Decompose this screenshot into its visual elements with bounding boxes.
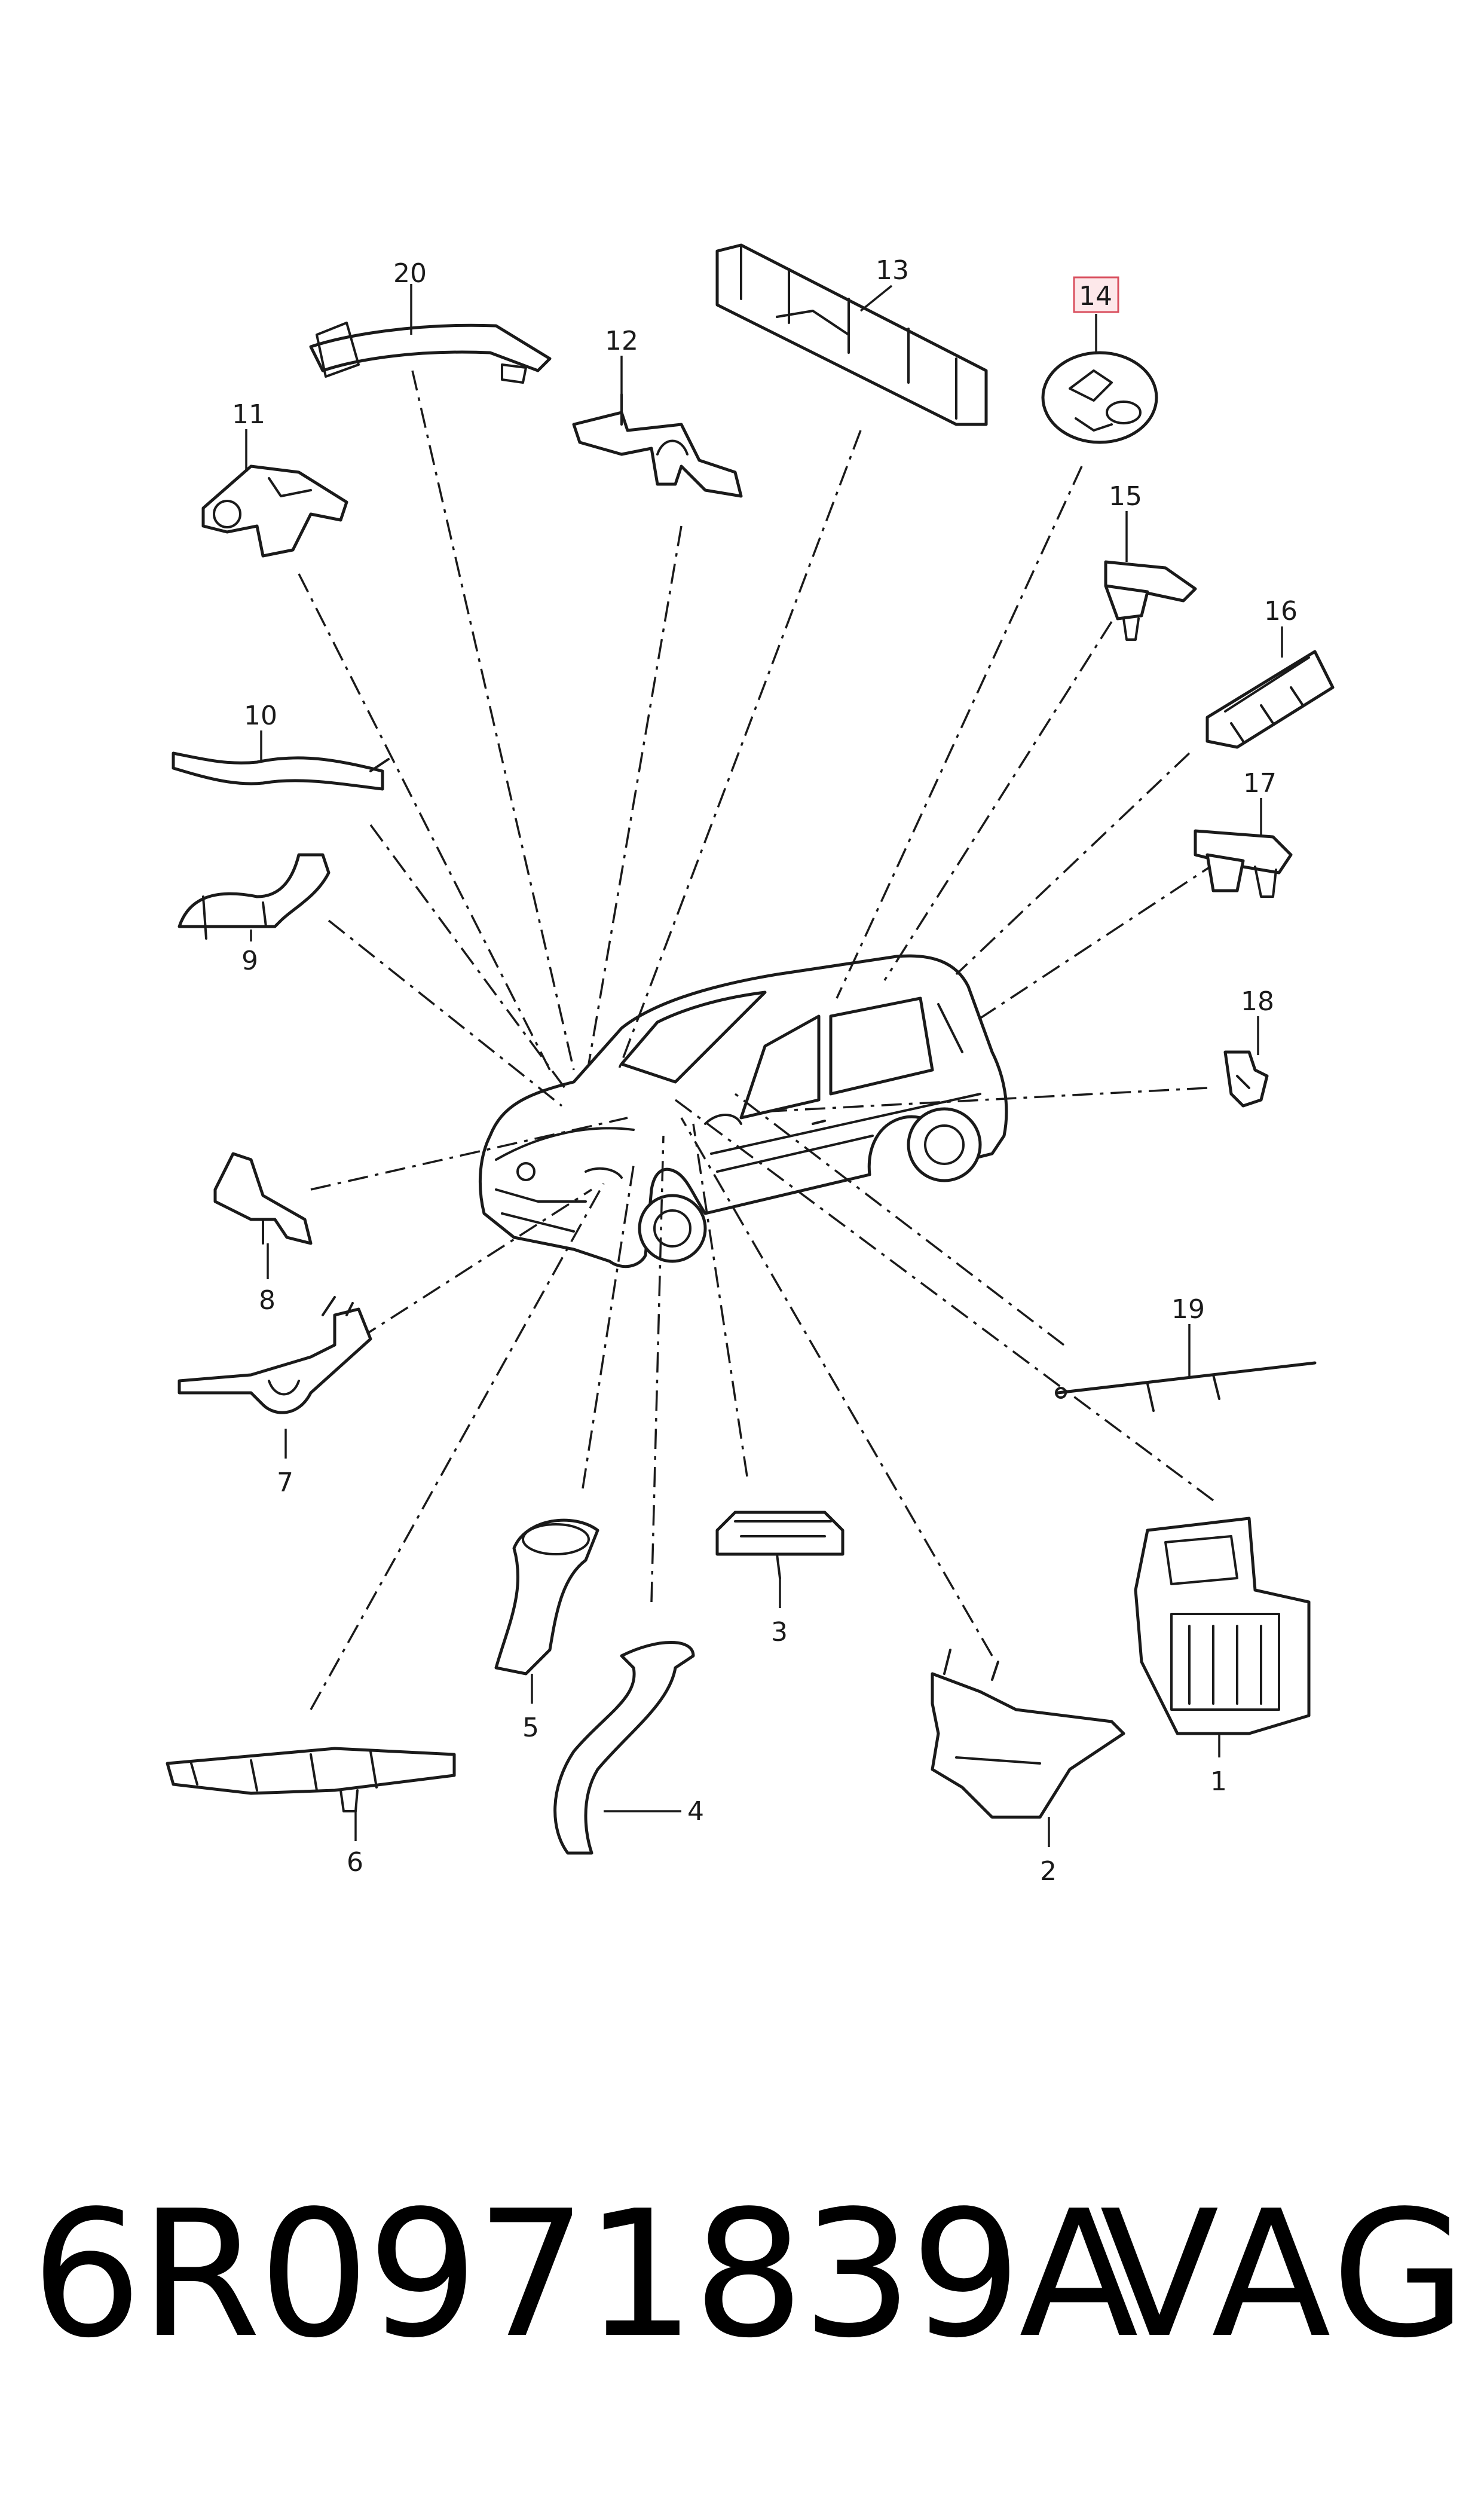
part-15-clip (1104, 560, 1197, 641)
part-17-clip (1194, 829, 1293, 898)
part-11-holder (201, 464, 348, 558)
part-3-box (715, 1511, 844, 1579)
callout-12: 12 (605, 326, 638, 356)
callout-9: 9 (241, 946, 258, 976)
part-9-bracket (178, 853, 331, 940)
callouts: 20 12 11 13 14 15 16 17 18 10 9 8 7 6 5 … (232, 255, 1298, 1887)
part-19-rod (1055, 1361, 1317, 1412)
part-10-cable-guide (172, 751, 390, 791)
callout-5: 5 (522, 1713, 539, 1743)
part-12-bracket (572, 393, 743, 498)
callout-15: 15 (1109, 481, 1142, 512)
part-4-s-duct (553, 1641, 695, 1855)
callout-17: 17 (1243, 768, 1277, 799)
callout-18: 18 (1241, 986, 1274, 1017)
callout-8: 8 (259, 1285, 276, 1316)
callout-1: 1 (1210, 1766, 1227, 1797)
part-2-bracket (931, 1649, 1125, 1819)
part-5-duct-tube (494, 1518, 599, 1676)
part-number: 6R0971839A (31, 2173, 1139, 2376)
callout-3: 3 (771, 1617, 788, 1647)
callout-14-highlight (1073, 276, 1119, 313)
callout-11: 11 (232, 399, 265, 430)
callout-7: 7 (277, 1468, 293, 1498)
part-16-clip-strip (1205, 650, 1335, 749)
callout-16: 16 (1264, 596, 1298, 626)
car-illustration (478, 954, 1008, 1268)
callout-6: 6 (347, 1847, 363, 1878)
leader-lines (298, 370, 1220, 1710)
footer: 6R0971839A VAG (0, 2176, 1484, 2373)
part-8-bracket (213, 1152, 313, 1245)
brand-name: VAG (1100, 2173, 1470, 2376)
part-6-long-duct (166, 1747, 456, 1812)
part-13-long-bracket (715, 243, 988, 426)
callout-19: 19 (1171, 1294, 1205, 1325)
part-18-small-clip (1223, 1050, 1269, 1108)
callout-4: 4 (687, 1796, 704, 1827)
part-1-housing (1134, 1517, 1311, 1735)
callout-10: 10 (244, 701, 277, 731)
callout-14: 14 (1079, 281, 1112, 311)
callout-13: 13 (876, 255, 909, 286)
callout-2: 2 (1040, 1856, 1057, 1887)
part-20-cable-duct (309, 322, 552, 384)
part-14-round-pad (1041, 351, 1158, 444)
callout-20: 20 (393, 258, 427, 289)
part-7-bracket (178, 1296, 372, 1414)
